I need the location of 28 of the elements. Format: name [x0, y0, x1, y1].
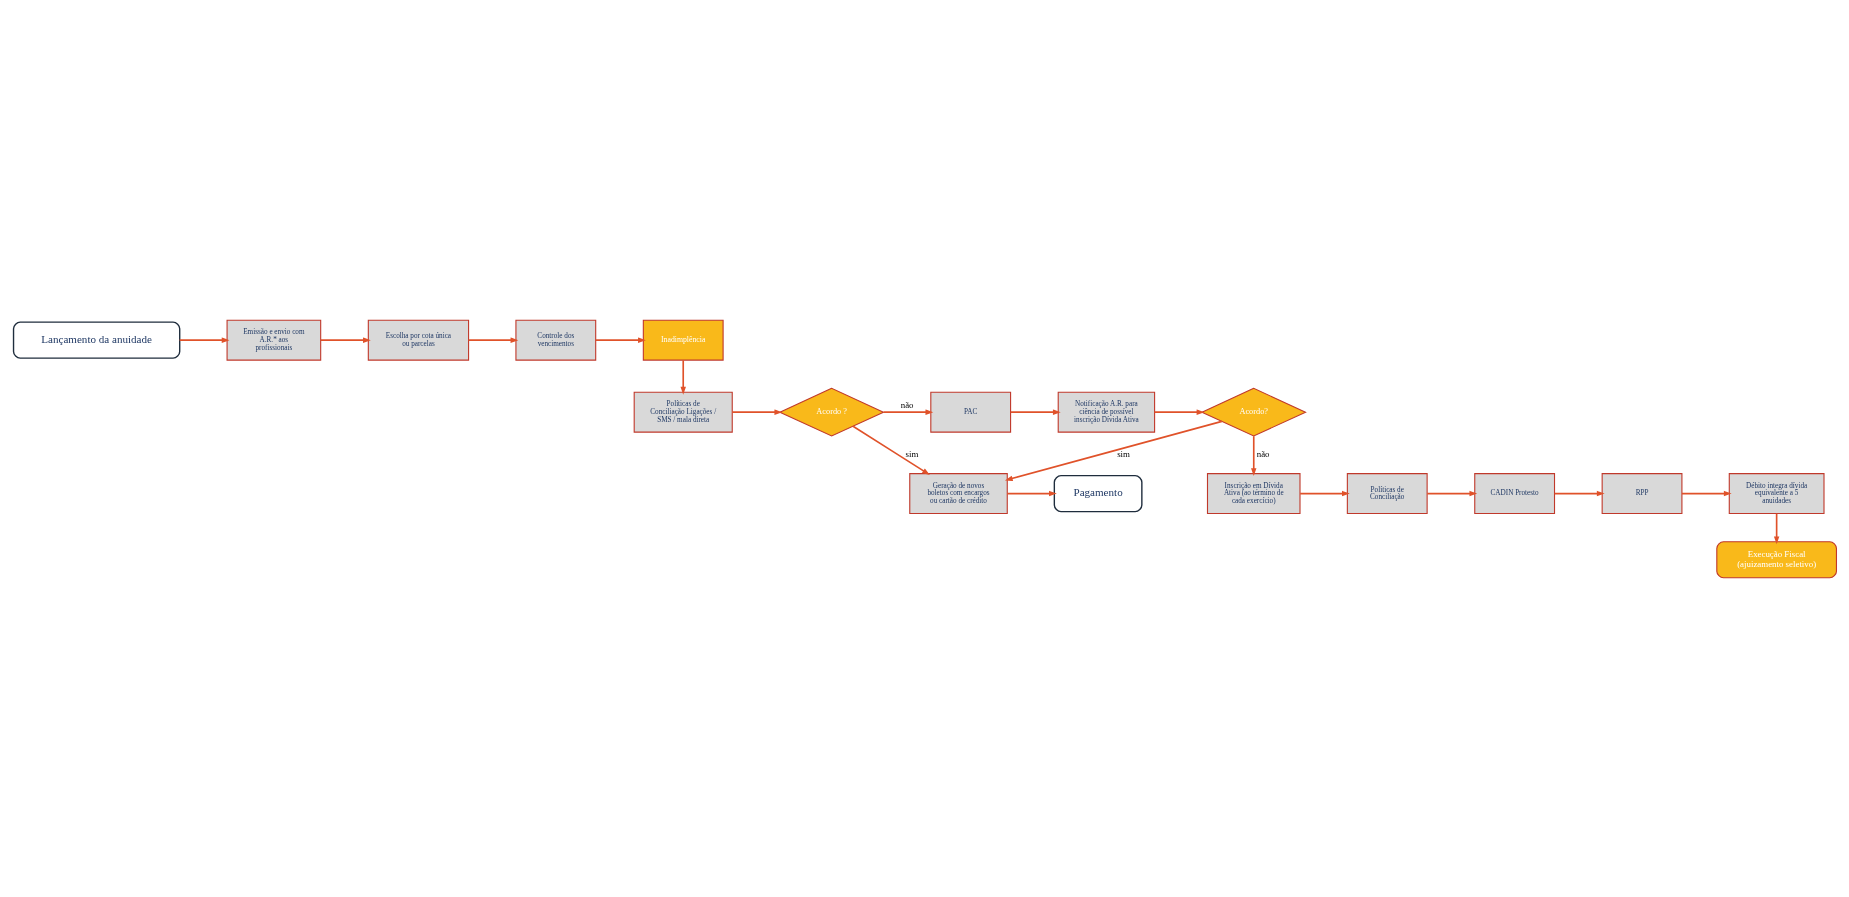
arrow: [1153, 408, 1204, 415]
arrow: [1004, 420, 1223, 481]
arrow: [178, 336, 229, 343]
arrow: [1005, 490, 1057, 496]
node-box: Pagamento: [1053, 474, 1143, 512]
arrow: [1009, 408, 1061, 415]
arrow: [1553, 490, 1605, 496]
arrow: [1298, 490, 1350, 496]
arrow: [1250, 434, 1256, 476]
arrow: [882, 408, 933, 415]
edge-label: sim: [1116, 448, 1130, 459]
arrow: [594, 336, 646, 343]
arrow: [851, 424, 930, 475]
edge-label: não: [1256, 448, 1270, 459]
node-box: Inadimplência: [642, 319, 724, 361]
arrow: [1773, 512, 1779, 544]
node-box: Execução Fiscal (ajuizamento seletivo): [1715, 540, 1837, 578]
edge-label: sim: [905, 448, 918, 459]
arrow: [680, 358, 686, 395]
arrow: [467, 336, 518, 343]
arrow: [1425, 490, 1477, 496]
node-box: Lançamento da anuidade: [12, 320, 180, 359]
arrow: [1680, 490, 1732, 496]
arrow: [319, 336, 371, 343]
edge-label: não: [900, 399, 914, 410]
node-diamond: Acordo?: [1200, 387, 1307, 437]
node-diamond: Acordo ?: [778, 387, 885, 437]
arrow: [731, 408, 782, 415]
